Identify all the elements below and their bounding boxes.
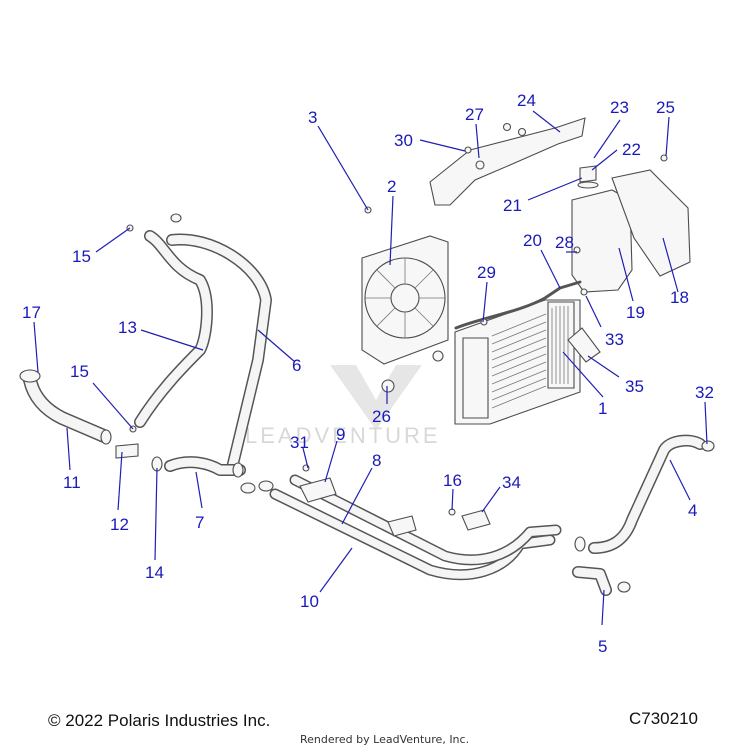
callout-34: 34 [502,473,521,492]
watermark-text: LEADVENTURE [245,423,441,448]
callout-5: 5 [598,637,607,656]
callout-14: 14 [145,563,164,582]
leader-lines [33,110,708,626]
callout-12: 12 [110,515,129,534]
callout-2: 2 [387,177,396,196]
callout-19: 19 [626,303,645,322]
callout-7: 7 [195,513,204,532]
hose-clamps [19,146,715,593]
radiator [454,299,581,425]
callout-25: 25 [656,98,675,117]
hose-13 [134,230,213,428]
callout-35: 35 [625,377,644,396]
callout-22: 22 [622,140,641,159]
leadventure-watermark: LEADVENTURE [245,365,441,448]
callout-24: 24 [517,91,536,110]
callout-15-lower: 15 [70,362,89,381]
callout-8: 8 [372,451,381,470]
callout-16: 16 [443,471,462,490]
diagram-code: C730210 [628,709,698,728]
callout-17: 17 [22,303,41,322]
callout-23: 23 [610,98,629,117]
cooling-fan [361,235,449,393]
callout-28: 28 [555,233,574,252]
callout-6: 6 [292,356,301,375]
callout-18: 18 [670,288,689,307]
coolant-tubes [269,474,562,581]
callout-1: 1 [598,399,607,418]
callout-10: 10 [300,592,319,611]
callout-32: 32 [695,383,714,402]
callout-11: 11 [63,473,81,492]
callout-13: 13 [118,318,137,337]
callout-31: 31 [290,433,309,452]
fitting-12 [115,443,139,459]
hose-4 [588,434,706,554]
callout-27: 27 [465,105,484,124]
watermark-logo-icon [330,365,422,430]
hose-5 [572,566,612,596]
callout-20: 20 [523,231,542,250]
hose-6 [166,233,272,474]
copyright-text: © 2022 Polaris Industries Inc. [48,711,271,730]
callout-4: 4 [688,501,697,520]
callout-21: 21 [503,196,522,215]
callout-29: 29 [477,263,496,282]
callout-9: 9 [336,425,345,444]
callout-30: 30 [394,131,413,150]
radiator-decal [567,327,601,363]
callout-numbers: 1 2 3 4 5 6 7 8 9 10 11 12 13 14 15 15 1… [22,91,714,656]
callout-3: 3 [308,108,317,127]
callout-33: 33 [605,330,624,349]
callout-15-upper: 15 [72,247,91,266]
hose-7 [164,456,246,476]
callout-26: 26 [372,407,391,426]
mounting-bracket [429,117,586,206]
hose-11 [23,373,111,443]
overflow-hose [454,280,582,330]
rendered-by-text: Rendered by LeadVenture, Inc. [300,733,470,746]
